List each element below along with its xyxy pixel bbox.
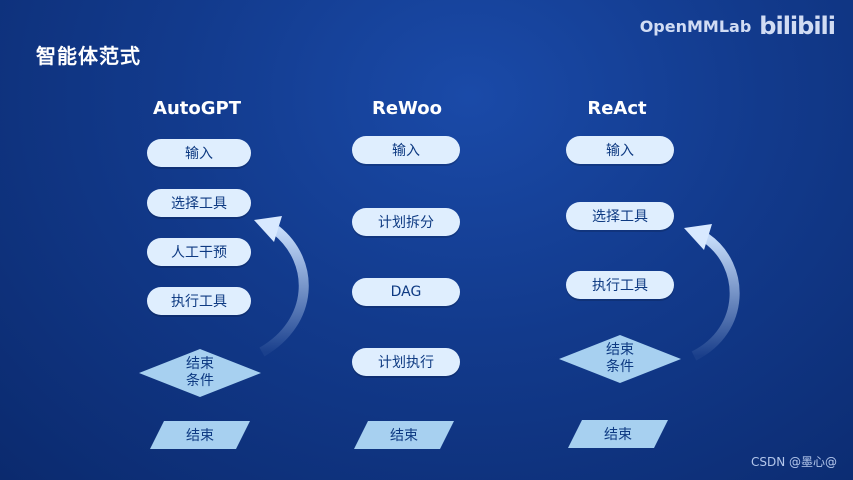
brand-header: OpenMMLab bilibili [639,12,836,40]
rewoo-end-label: 结束 [390,428,418,444]
autogpt-step-input: 输入 [147,139,251,167]
autogpt-step-execute-tool: 执行工具 [147,287,251,315]
react-end-condition: 结束 条件 [558,334,682,384]
rewoo-step-plan-split: 计划拆分 [352,208,460,236]
react-end-label: 结束 [604,427,632,443]
autogpt-step-select-tool: 选择工具 [147,189,251,217]
react-step-input: 输入 [566,136,674,164]
react-step-select-tool: 选择工具 [566,202,674,230]
column-title-react: ReAct [587,98,647,119]
react-loop-arrow-icon [684,224,740,361]
react-end: 结束 [568,420,668,448]
rewoo-step-dag: DAG [352,278,460,306]
rewoo-end: 结束 [354,421,454,449]
autogpt-condition-label: 结束 条件 [186,356,214,389]
autogpt-end-condition: 结束 条件 [138,348,262,398]
autogpt-loop-arrow-icon [254,216,309,357]
bilibili-logo: bilibili [759,12,836,40]
brand-text: OpenMMLab [639,16,752,36]
react-step-execute-tool: 执行工具 [566,271,674,299]
rewoo-step-plan-execute: 计划执行 [352,348,460,376]
rewoo-step-input: 输入 [352,136,460,164]
watermark: CSDN @墨心@ [750,455,837,469]
column-title-rewoo: ReWoo [371,98,442,119]
autogpt-end: 结束 [150,421,250,449]
slide-title: 智能体范式 [36,44,141,68]
diamond-shape [559,335,681,383]
react-condition-label: 结束 条件 [606,342,634,375]
autogpt-step-human-intervention: 人工干预 [147,238,251,266]
diamond-shape [139,349,261,397]
column-title-autogpt: AutoGPT [153,98,241,119]
autogpt-end-label: 结束 [186,428,214,444]
